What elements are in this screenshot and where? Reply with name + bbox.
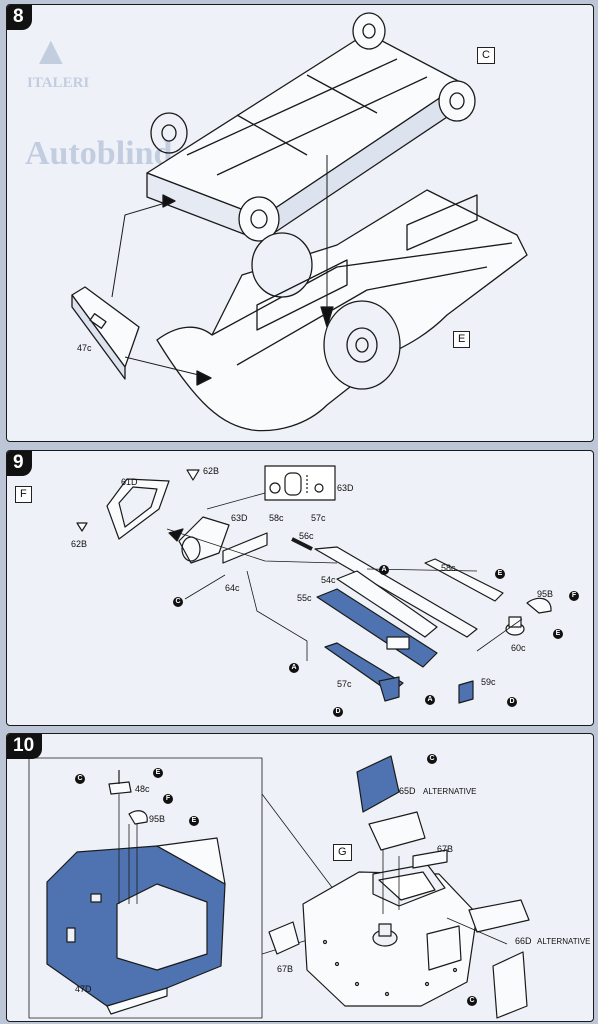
part-label: 47c: [77, 343, 92, 353]
step-8-drawing: [71, 12, 528, 432]
step-9-panel: 9: [6, 450, 594, 726]
part-62: [186, 469, 200, 481]
part-label: 62B: [203, 466, 220, 476]
step-10-panel: 10: [6, 733, 594, 1022]
part-label: 63D: [337, 483, 354, 493]
part-group-c-box: C: [477, 47, 495, 64]
part-label: 57c: [311, 513, 326, 523]
marker-c: C: [75, 774, 85, 784]
part-label: 95B: [537, 589, 554, 599]
part-label: 66D: [515, 936, 532, 946]
part-label: 47D: [75, 984, 92, 994]
alternative-label: ALTERNATIVE: [537, 937, 591, 946]
marker-c: C: [467, 996, 477, 1006]
ghost-logo-text: ITALERI: [27, 75, 90, 91]
marker-f: F: [569, 591, 579, 601]
wheel: [438, 80, 476, 122]
hull-wheel: [323, 300, 401, 390]
marker-a: A: [289, 663, 299, 673]
step-10-drawing: [28, 755, 530, 1019]
part-65-alt: [368, 811, 426, 851]
part-66-alt: [492, 951, 528, 1019]
part-group-g-box: G: [333, 844, 352, 861]
part-56: [291, 537, 313, 551]
part-label: 57c: [337, 679, 352, 689]
hull-wheel: [251, 232, 313, 298]
step-8-panel: 8 ▲ ITALERI Autoblind: [6, 4, 594, 442]
part-label: 63D: [231, 513, 248, 523]
part-66: [468, 899, 530, 933]
marker-d: D: [333, 707, 343, 717]
part-label: 56c: [299, 531, 314, 541]
marker-e: E: [495, 569, 505, 579]
wheel: [150, 112, 188, 154]
marker-a: A: [425, 695, 435, 705]
part-95: [526, 597, 552, 614]
part-label: 62B: [71, 539, 88, 549]
part-58: [424, 558, 504, 602]
part-group-f-box: F: [15, 486, 32, 503]
part-64: [222, 532, 268, 564]
part-95: [128, 810, 148, 825]
part-label: 67B: [277, 964, 294, 974]
part-label: 67B: [437, 844, 454, 854]
marker-d: D: [507, 697, 517, 707]
part-label: 60c: [511, 643, 526, 653]
part-62: [76, 522, 88, 532]
wheel: [238, 196, 280, 242]
part-67: [268, 921, 300, 955]
part-59: [458, 680, 474, 704]
step-number: 8: [7, 5, 32, 30]
marker-e: E: [553, 629, 563, 639]
marker-f: F: [163, 794, 173, 804]
inset-frame: [28, 757, 263, 1019]
marker-c: C: [173, 597, 183, 607]
part-63: [178, 516, 230, 564]
marker-e: E: [189, 816, 199, 826]
part-label: 55c: [297, 593, 312, 603]
marker-c: C: [427, 754, 437, 764]
part-label: 58c: [269, 513, 284, 523]
part-65: [356, 755, 400, 813]
step-number: 9: [7, 451, 32, 476]
part-label: 59c: [481, 677, 496, 687]
part-label: 61D: [121, 477, 138, 487]
ghost-title: Autoblind: [25, 135, 173, 172]
ghost-logo: ▲: [31, 28, 71, 73]
part-label: 95B: [149, 814, 166, 824]
part-67: [412, 849, 448, 869]
wheel: [352, 12, 386, 50]
part-group-e-box: E: [453, 331, 471, 348]
step-number: 10: [7, 734, 43, 759]
part-47-plate: [71, 286, 140, 368]
part-label: 54c: [321, 575, 336, 585]
part-label: 65D: [399, 786, 416, 796]
part-label: 58c: [441, 563, 456, 573]
part-54: [314, 546, 478, 638]
part-label: 48c: [135, 784, 150, 794]
marker-e: E: [153, 768, 163, 778]
alternative-label: ALTERNATIVE: [423, 787, 477, 796]
part-label: 64c: [225, 583, 240, 593]
marker-a: A: [379, 565, 389, 575]
part-48: [108, 781, 132, 795]
step-9-drawing: [76, 465, 552, 704]
